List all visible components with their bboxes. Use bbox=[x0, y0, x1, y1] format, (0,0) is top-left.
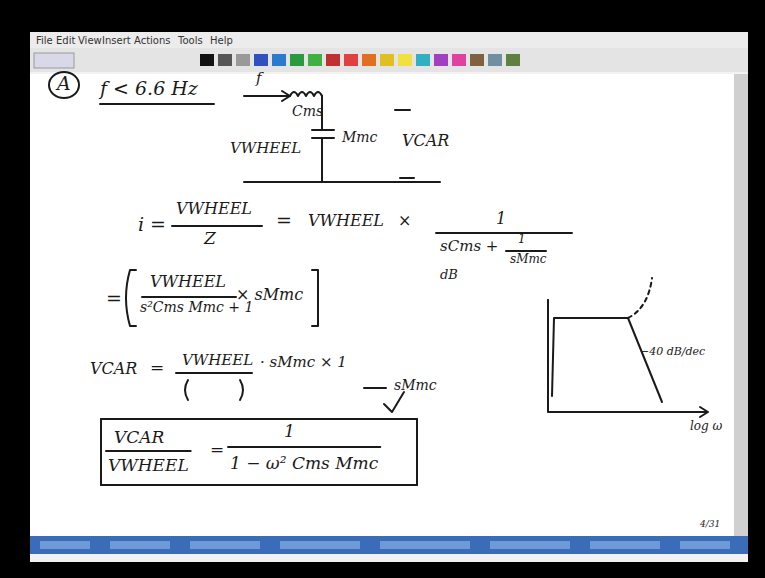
handwritten-term: log ω bbox=[690, 420, 722, 433]
handwritten-term: sMmc bbox=[510, 253, 547, 266]
menu-item: View bbox=[78, 35, 102, 46]
handwritten-term: sCms + bbox=[440, 238, 498, 255]
handwritten-term: sMmc bbox=[394, 378, 437, 393]
handwritten-term: Mmc bbox=[342, 130, 377, 145]
handwritten-term: VCAR bbox=[90, 360, 137, 378]
equation-term: VWHEEL bbox=[108, 456, 189, 475]
handwritten-term: f < 6.6 Hz bbox=[100, 78, 198, 99]
handwritten-term: VWHEEL bbox=[308, 212, 384, 230]
menu-item: Actions bbox=[134, 35, 171, 46]
handwritten-term: Z bbox=[204, 229, 216, 248]
equation-term: 1 bbox=[284, 422, 295, 441]
handwritten-term: = bbox=[150, 358, 164, 377]
menu-item: Tools bbox=[178, 35, 203, 46]
handwritten-term: = bbox=[106, 288, 122, 309]
handwritten-term: dB bbox=[440, 268, 458, 282]
equation-term: 1 − ω² Cms Mmc bbox=[230, 454, 378, 473]
handwritten-term: 1 bbox=[496, 210, 506, 228]
handwritten-term: A bbox=[57, 73, 71, 94]
handwritten-term: Cms bbox=[292, 104, 323, 119]
handwritten-term: 1 bbox=[518, 233, 526, 246]
equation-term: VCAR bbox=[114, 428, 164, 447]
handwritten-term: VWHEEL bbox=[182, 352, 253, 369]
handwritten-term: = bbox=[276, 210, 292, 231]
menu-item: Edit bbox=[56, 35, 75, 46]
handwritten-term: f bbox=[256, 70, 262, 87]
handwritten-term: × bbox=[398, 212, 411, 230]
handwritten-term: i = bbox=[138, 214, 166, 235]
handwritten-term: 4/31 bbox=[700, 520, 720, 530]
handwritten-term: · sMmc × 1 bbox=[260, 354, 347, 371]
handwritten-term: × sMmc bbox=[236, 286, 303, 304]
menu-item: Insert bbox=[102, 35, 131, 46]
equation-term: = bbox=[210, 440, 224, 459]
handwritten-term: VCAR bbox=[402, 132, 449, 150]
handwritten-term: −40 dB/dec bbox=[640, 346, 705, 358]
handwritten-term: VWHEEL bbox=[176, 200, 252, 218]
menu-item: File bbox=[36, 35, 53, 46]
handwritten-term: VWHEEL bbox=[150, 273, 226, 291]
handwritten-term: VWHEEL bbox=[230, 140, 301, 157]
boxed-equation: VCAR VWHEEL = 1 1 − ω² Cms Mmc bbox=[100, 418, 418, 486]
menu-item: Help bbox=[210, 35, 233, 46]
